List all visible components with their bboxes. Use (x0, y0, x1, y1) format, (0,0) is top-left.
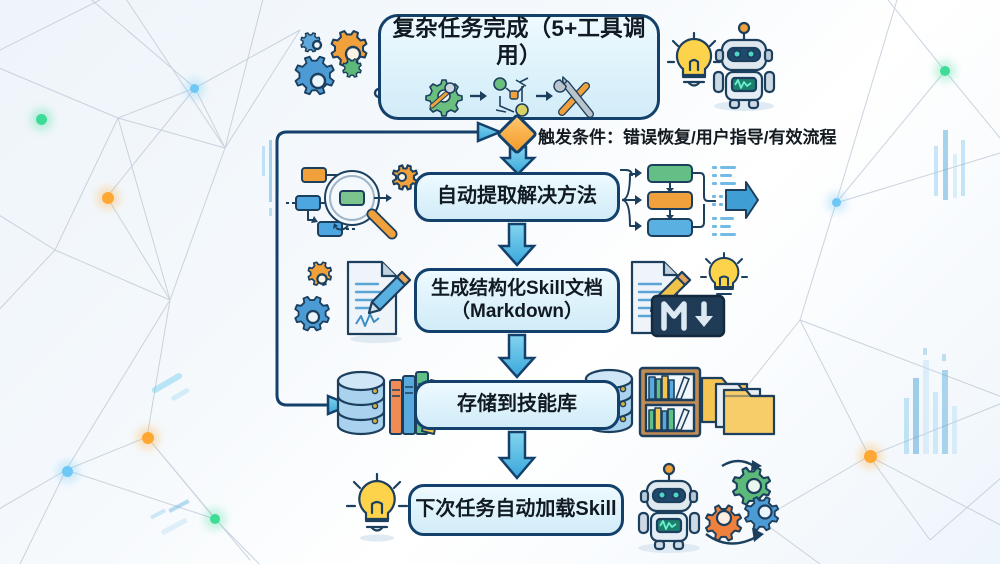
node-title-box[interactable]: 复杂任务完成（5+工具调用） (378, 14, 660, 120)
trigger-condition-label: 触发条件：错误恢复/用户指导/有效流程 (538, 128, 837, 147)
node-load-label: 下次任务自动加载Skill (415, 498, 617, 521)
node-generate-doc[interactable]: 生成结构化Skill文档 （Markdown） (414, 268, 620, 333)
gears-icon (700, 456, 794, 554)
robot-icon (706, 21, 782, 112)
node-load-skill[interactable]: 下次任务自动加载Skill (408, 484, 624, 536)
node-store-skill-library[interactable]: 存储到技能库 (414, 380, 620, 430)
markdown-icon (650, 292, 726, 340)
process-branch-icon (620, 162, 759, 240)
robot-icon (630, 462, 708, 554)
node-generate-label: 生成结构化Skill文档 (430, 278, 604, 300)
node-extract-label: 自动提取解决方法 (437, 185, 597, 208)
gears-icon (294, 22, 400, 108)
tool-chain-icon (424, 74, 614, 118)
bookshelf-icon (638, 366, 702, 438)
node-title-label: 复杂任务完成（5+工具调用） (392, 16, 646, 68)
database-icon (334, 368, 388, 438)
lightbulb-icon (666, 30, 722, 100)
document-pencil-icon (340, 256, 414, 344)
node-store-label: 存储到技能库 (457, 393, 577, 416)
folders-icon (700, 370, 776, 436)
magnifying-glass-flowchart-icon (286, 156, 419, 248)
lightbulb-icon (345, 472, 409, 544)
node-extract-method[interactable]: 自动提取解决方法 (414, 172, 620, 222)
node-generate-sublabel: （Markdown） (451, 300, 583, 322)
